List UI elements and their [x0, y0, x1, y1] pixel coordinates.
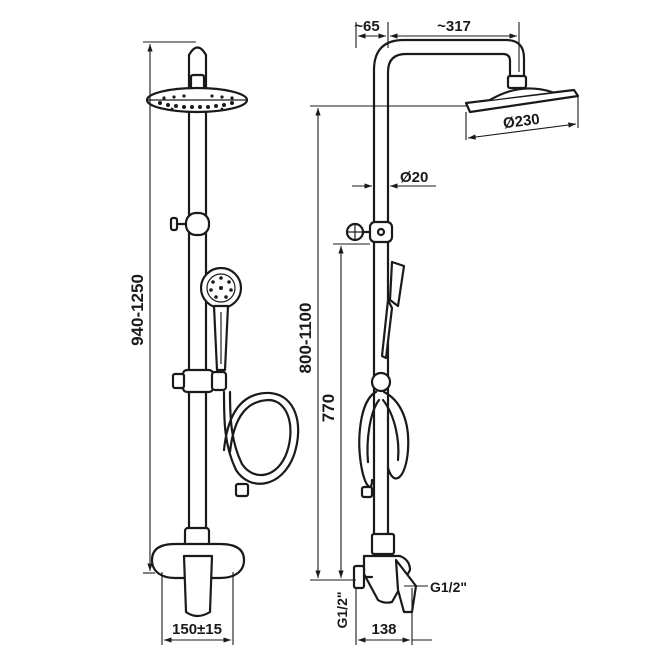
pipe-diameter-label: Ø20 [400, 169, 428, 186]
head-diameter-dimension: Ø230 [465, 97, 579, 140]
pipe-diameter-dimension: Ø20 [352, 169, 436, 189]
side-mixer-valve [352, 532, 418, 614]
side-height-label: 800-1100 [296, 303, 315, 374]
side-hand-shower [380, 260, 406, 360]
side-hose [358, 390, 410, 499]
front-view: 940-1250 150±15 [128, 41, 300, 645]
side-arm-dimension: ~65 ~317 [354, 18, 520, 72]
side-height-dimension: 800-1100 [296, 105, 468, 581]
arm-length-label: ~317 [437, 18, 471, 35]
front-width-dimension: 150±15 [161, 572, 234, 645]
side-rain-shower-head [464, 74, 580, 114]
front-height-dimension: 940-1250 [128, 41, 196, 574]
front-head-nozzles [158, 94, 234, 111]
front-rain-shower-head [145, 73, 249, 114]
front-slider-bracket [171, 368, 228, 394]
side-slider-bracket [370, 371, 392, 393]
inlet-thread-right-label: G1/2" [430, 579, 467, 595]
front-hand-shower-nozzles [209, 276, 233, 299]
front-hose [222, 390, 300, 498]
front-hand-shower [199, 266, 243, 372]
side-diverter [345, 220, 394, 244]
head-diameter-label: Ø230 [502, 111, 541, 132]
side-riser-and-arm [372, 38, 526, 542]
side-view: ~65 ~317 Ø230 Ø20 [296, 18, 580, 645]
bracket-height-dimension: 770 [319, 243, 370, 578]
front-height-label: 940-1250 [128, 274, 147, 346]
depth-label: 138 [371, 621, 396, 638]
front-height-clamp [169, 211, 211, 237]
arm-offset-label: ~65 [354, 18, 379, 35]
bracket-height-label: 770 [319, 394, 338, 422]
inlet-thread-dimensions: G1/2" G1/2" [334, 579, 467, 645]
front-mixer-valve [150, 526, 246, 618]
depth-dimension: 138 [358, 621, 432, 643]
inlet-thread-left-label: G1/2" [334, 592, 350, 629]
front-width-label: 150±15 [172, 621, 222, 638]
